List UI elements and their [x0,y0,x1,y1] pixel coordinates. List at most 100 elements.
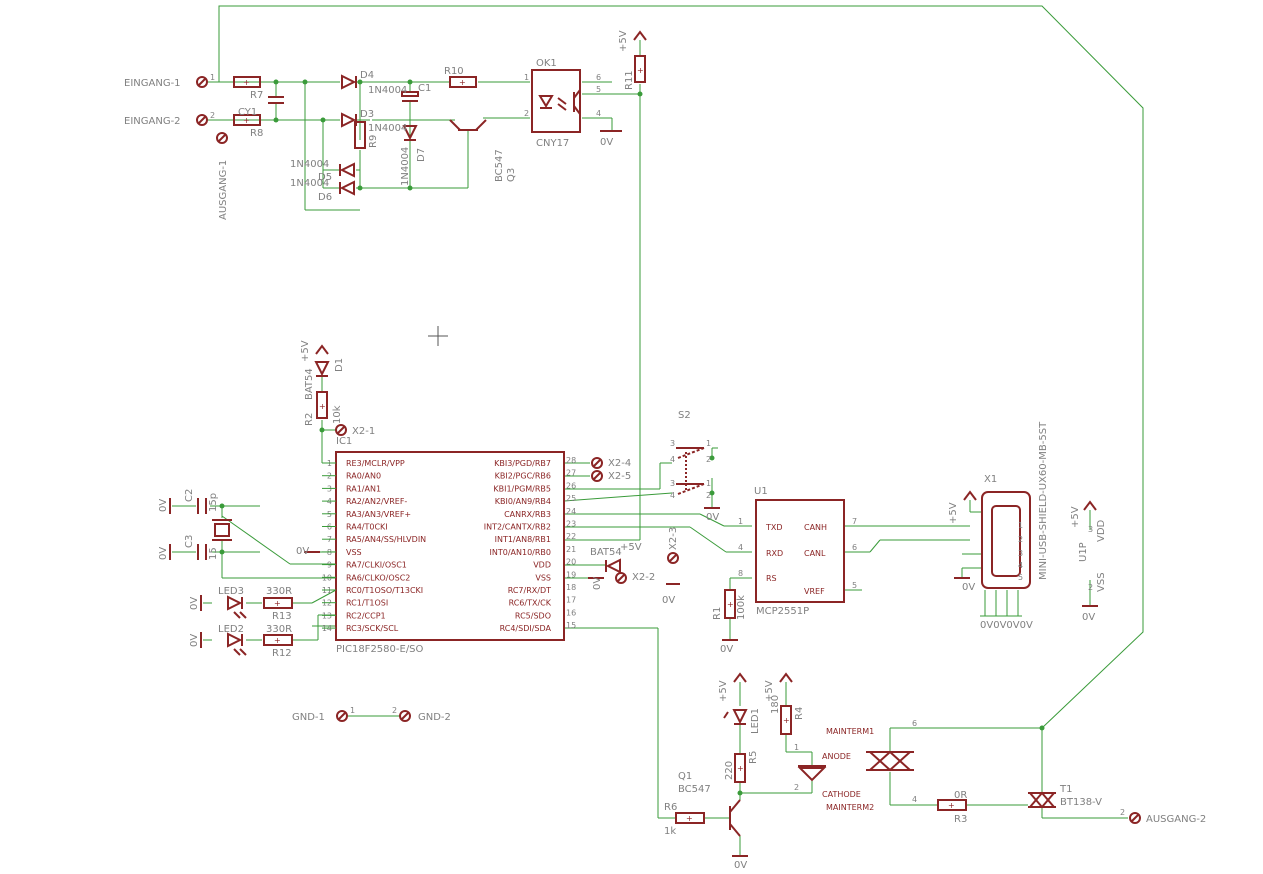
pinnum-s2-2b: 2 [706,491,711,500]
pic-pin-left-label: RA4/T0CKI [346,523,388,532]
label-d1: D1 [334,358,345,372]
label-5v-u1p: +5V [1070,506,1081,528]
label-r1val: 100k [736,595,747,620]
label-0v-x23: 0V [662,595,675,606]
pinnum-mcp-4: 4 [738,543,743,552]
pad-gnd-2 [399,710,411,722]
pic-pin-right-number: 15 [566,621,576,630]
pad-ausgang-2 [1129,812,1141,824]
optocoupler-ok1 [531,69,581,133]
pinnum-ok1-5: 5 [596,85,601,94]
pad-x2-3 [667,552,679,564]
label-usb: MINI-USB-SHIELD-UX60-MB-5ST [1038,421,1049,580]
resistor-r12: + [263,634,293,646]
svg-text:+: + [243,78,250,87]
label-led3: LED3 [218,586,244,597]
pic-pin-right-number: 26 [566,481,576,490]
pin-txd: TXD [765,523,783,532]
resistor-r7: + [233,76,261,88]
label-r5val: 220 [724,761,735,780]
resistor-r5: + [734,753,746,783]
label-u1p: U1P [1078,542,1089,562]
label-0v-r1: 0V [720,644,733,655]
svg-text:+: + [637,66,644,75]
pinnum-opto-1: 1 [794,743,799,752]
pic-pin-left-label: RA2/AN2/VREF- [346,497,407,506]
resistor-r6: + [675,812,705,824]
pic-pin-left-label: RC1/T1OSI [346,599,388,608]
label-x2-1: X2-1 [352,426,375,437]
label-r9: R9 [368,135,379,148]
svg-text:+: + [459,78,466,87]
label-c1: C1 [418,83,431,94]
pinnum-ok1-4: 4 [596,109,601,118]
label-r5: R5 [748,751,759,764]
label-r4: R4 [794,707,805,720]
label-0v-led3: 0V [189,597,200,610]
label-x1: X1 [984,474,997,485]
pic-pin-right-label: KBI3/PGD/RB7 [494,459,551,468]
resistors: + + + + + + + + + + + + [233,55,967,824]
resistor-r13: + [263,597,293,609]
label-0v-led2: 0V [189,634,200,647]
pinnum-mcp-7: 7 [852,517,857,526]
pic-pin-left-label: RA0/AN0 [346,472,381,481]
ic-pic18f2580 [335,451,565,641]
pic-pin-left-label: RA3/AN3/VREF+ [346,510,411,519]
label-r4val: 180 [770,695,781,714]
resistor-r10: + [449,76,477,88]
pic-pin-left-label: RA1/AN1 [346,484,381,493]
label-x2-4: X2-4 [608,458,631,469]
pic-pin-right-label: KBI0/AN9/RB4 [495,497,551,506]
label-r11: R11 [624,70,635,90]
pic-pin-right-number: 28 [566,456,576,465]
pic-pin-left-label: RC0/T1OSO/T13CKI [346,586,423,595]
label-c2val: 15p [208,493,219,512]
label-eingang-1: EINGANG-1 [124,78,181,89]
label-d5: D5 [318,172,332,183]
label-0v-usb: 0V [962,582,975,593]
pad-x2-2 [615,572,627,584]
svg-text:+: + [737,764,744,773]
pic-pin-right-number: 16 [566,608,576,617]
pinnum-gnd1: 1 [350,706,355,715]
pinnum-s2-1b: 1 [706,479,711,488]
pic-pin-right-number: 17 [566,596,576,605]
label-r12: R12 [272,648,292,659]
triac-t1 [1027,791,1057,809]
diode-d1 [314,361,330,377]
junctions [219,79,1045,796]
usb-connector-x1 [981,491,1031,589]
label-r8: R8 [250,128,263,139]
label-5v-d1: +5V [300,340,311,362]
ic-mcp2551 [755,499,845,603]
label-0v-q1: 0V [734,860,747,871]
pin-rs: RS [766,574,777,583]
pinnum-opto-2: 2 [794,783,799,792]
resistor-r1: + [724,589,736,619]
pinnum-usb-3: 3 [1018,549,1023,558]
label-mainterm1: MAINTERM1 [826,727,874,736]
pin-rxd: RXD [766,549,783,558]
label-1n4004-b: 1N4004 [368,123,407,134]
label-r10: R10 [444,66,464,77]
transistor-q1 [729,799,741,837]
label-q3: Q3 [506,168,517,182]
capacitors [197,91,419,560]
pic-pin-right-label: RC6/TX/CK [509,599,552,608]
label-gnd-1: GND-1 [292,712,325,723]
label-t1: T1 [1059,784,1072,795]
label-0v-ok1: 0V [600,137,613,148]
pinnum-ok1-2: 2 [524,109,529,118]
pad-x2-4 [591,457,603,469]
label-d6: D6 [318,192,332,203]
diode-bat54-2 [605,558,621,574]
pic-pin-right-number: 20 [566,558,576,567]
pic-pin-left-label: VSS [346,548,362,557]
resistor-r4: + [780,705,792,735]
pic-pin-right-number: 23 [566,520,576,529]
pic-pin-right-number: 18 [566,583,576,592]
label-5v-led1: +5V [718,680,729,702]
pinnum-opto-4: 4 [912,795,917,804]
label-c3val: 15 [208,547,219,560]
